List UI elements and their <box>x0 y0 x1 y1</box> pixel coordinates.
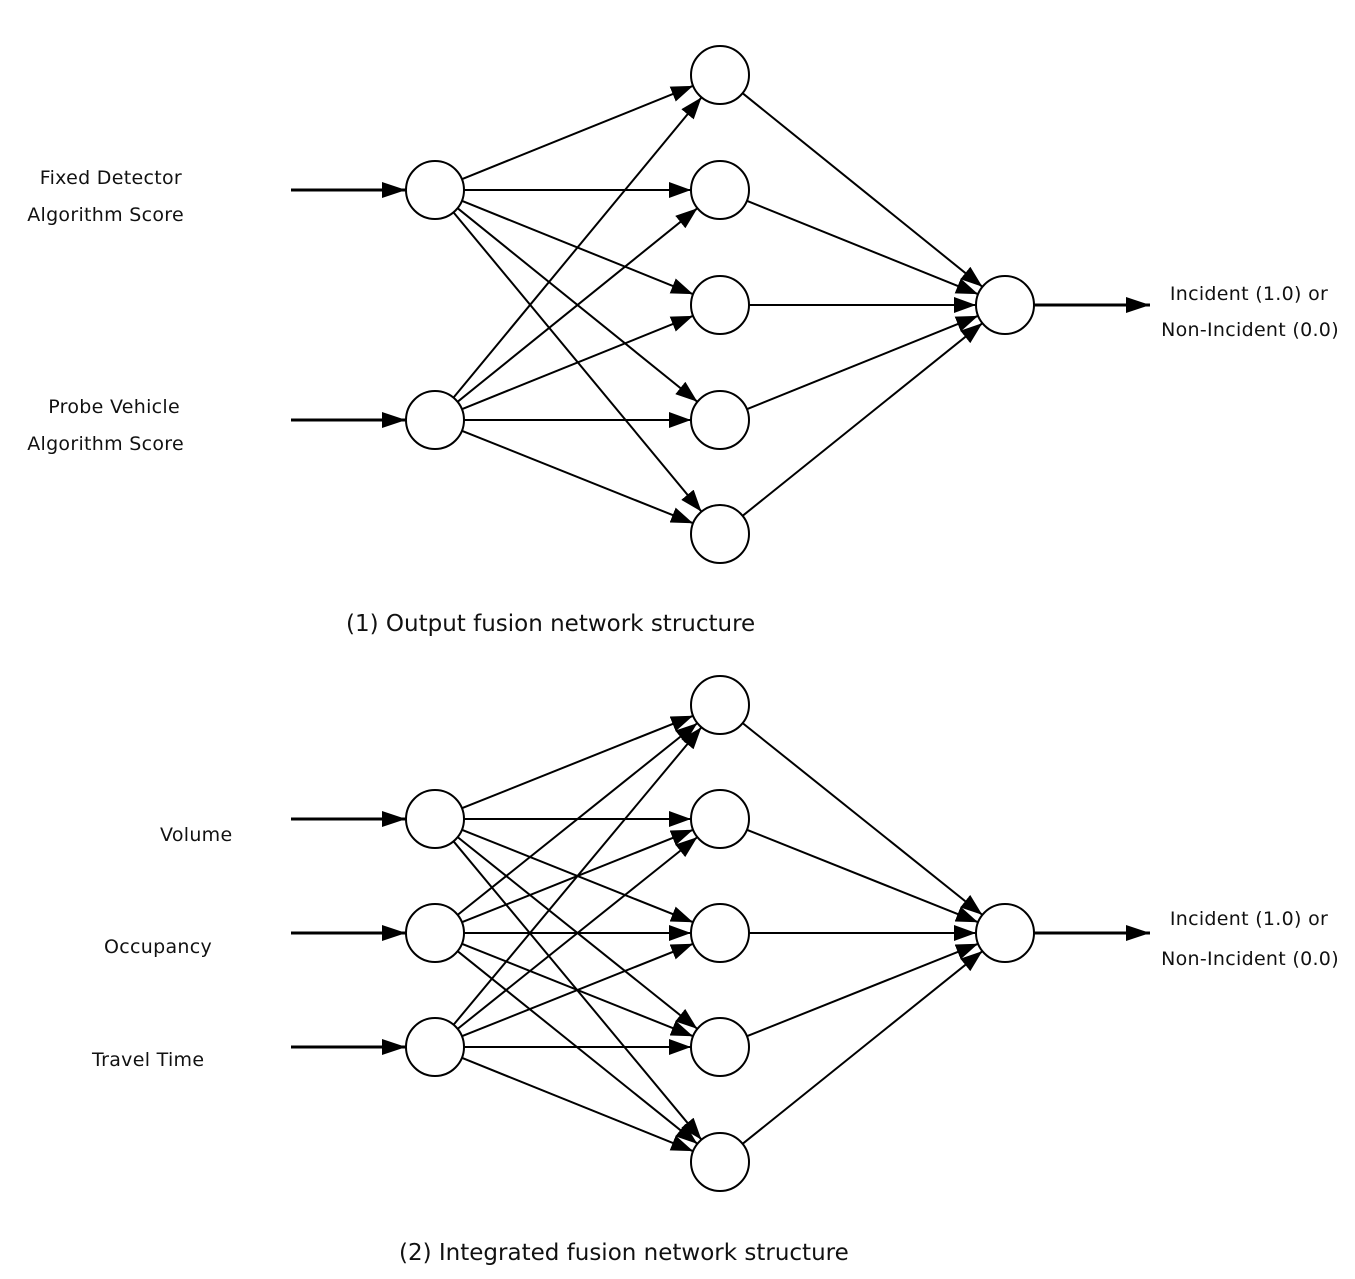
hidden-output-connection <box>741 322 984 517</box>
hidden-node <box>690 45 750 105</box>
input-hidden-connection <box>456 207 699 403</box>
caption-integrated-fusion: (2) Integrated fusion network structure <box>399 1240 849 1266</box>
hidden-node <box>690 903 750 963</box>
output-label-2: Incident (1.0) or Non-Incident (0.0) <box>1150 908 1350 970</box>
input-label-travel-time: Travel Time <box>92 1049 205 1071</box>
input-hidden-connection <box>452 96 703 399</box>
hidden-node <box>690 1017 750 1077</box>
hidden-node <box>690 675 750 735</box>
hidden-node <box>690 504 750 564</box>
hidden-node <box>690 390 750 450</box>
hidden-output-connection <box>746 314 979 411</box>
input-label-probe-vehicle: Probe Vehicle Algorithm Score <box>20 396 184 455</box>
input-hidden-connection <box>461 942 694 1038</box>
output-label-line: Incident (1.0) or <box>1169 283 1329 305</box>
input-node <box>405 160 465 220</box>
output-label-1: Incident (1.0) or Non-Incident (0.0) <box>1150 283 1350 341</box>
hidden-output-connection <box>741 92 984 288</box>
input-label-line: Algorithm Score <box>27 204 184 226</box>
hidden-node <box>690 789 750 849</box>
caption-output-fusion: (1) Output fusion network structure <box>346 611 756 637</box>
hidden-node <box>690 275 750 335</box>
input-label-line: Fixed Detector <box>39 167 182 189</box>
output-node <box>975 903 1035 963</box>
output-node <box>975 275 1035 335</box>
input-label-line: Algorithm Score <box>27 433 184 455</box>
input-hidden-connection <box>452 726 703 1026</box>
hidden-output-connection <box>746 942 979 1038</box>
hidden-output-connection <box>746 199 979 296</box>
hidden-output-connection <box>742 722 983 916</box>
hidden-node <box>690 1132 750 1192</box>
hidden-output-connection <box>746 828 979 924</box>
input-hidden-connection <box>461 429 694 525</box>
hidden-output-connection <box>741 950 984 1145</box>
input-hidden-connection <box>461 84 694 181</box>
input-node <box>405 1017 465 1077</box>
input-hidden-connection <box>461 1056 694 1153</box>
output-label-line: Non-Incident (0.0) <box>1161 948 1339 970</box>
input-node <box>405 390 465 450</box>
input-node <box>405 789 465 849</box>
hidden-node <box>690 160 750 220</box>
output-label-line: Non-Incident (0.0) <box>1161 319 1339 341</box>
input-hidden-connection <box>457 722 698 916</box>
input-label-line: Probe Vehicle <box>48 396 180 418</box>
input-node <box>405 903 465 963</box>
input-label-volume: Volume <box>160 824 233 846</box>
output-label-line: Incident (1.0) or <box>1169 908 1329 930</box>
input-label-occupancy: Occupancy <box>104 936 213 958</box>
input-hidden-connection <box>461 714 694 810</box>
input-hidden-connection <box>457 836 698 1030</box>
input-hidden-connection <box>461 314 694 411</box>
input-label-fixed-detector: Fixed Detector Algorithm Score <box>20 167 184 226</box>
